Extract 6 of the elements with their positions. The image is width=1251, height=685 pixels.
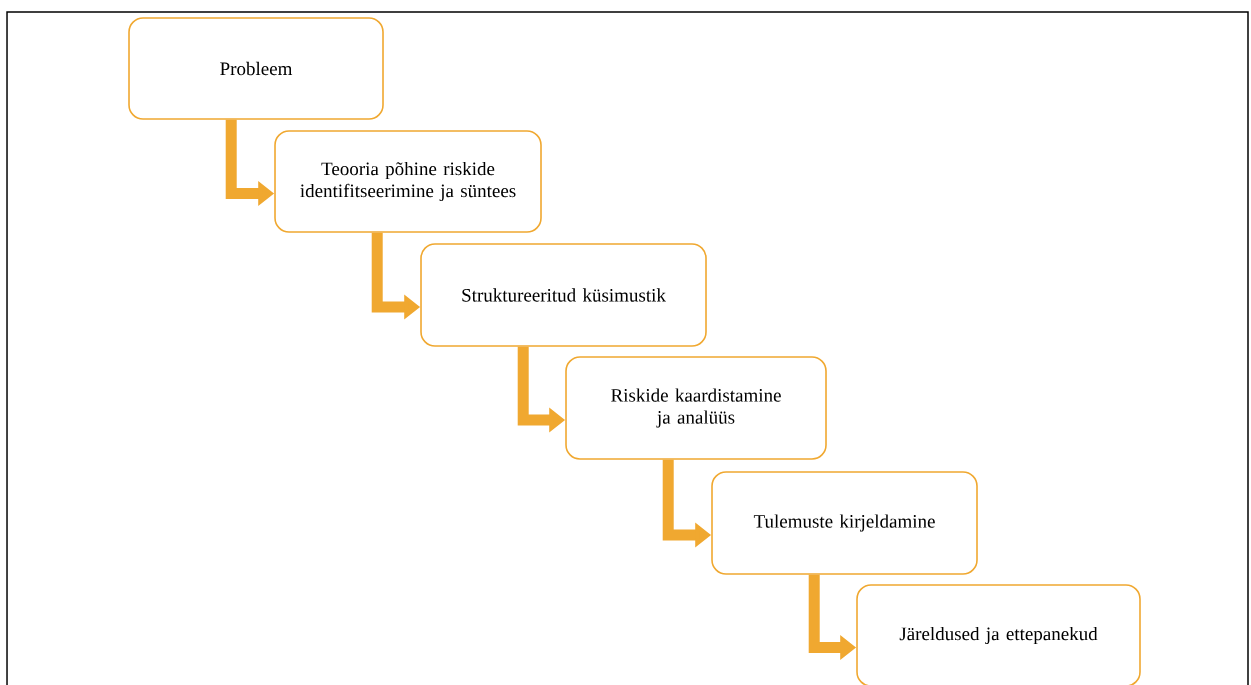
process-box: Teooria põhine riskide identifitseerimine ja süntees (274, 130, 542, 233)
process-box: Riskide kaardistamine ja analüüs (565, 356, 827, 460)
process-box: Probleem (128, 17, 384, 120)
process-box: Järeldused ja ettepanekud (856, 584, 1141, 685)
process-box: Tulemuste kirjeldamine (711, 471, 978, 575)
process-box: Struktureeritud küsimustik (420, 243, 707, 347)
